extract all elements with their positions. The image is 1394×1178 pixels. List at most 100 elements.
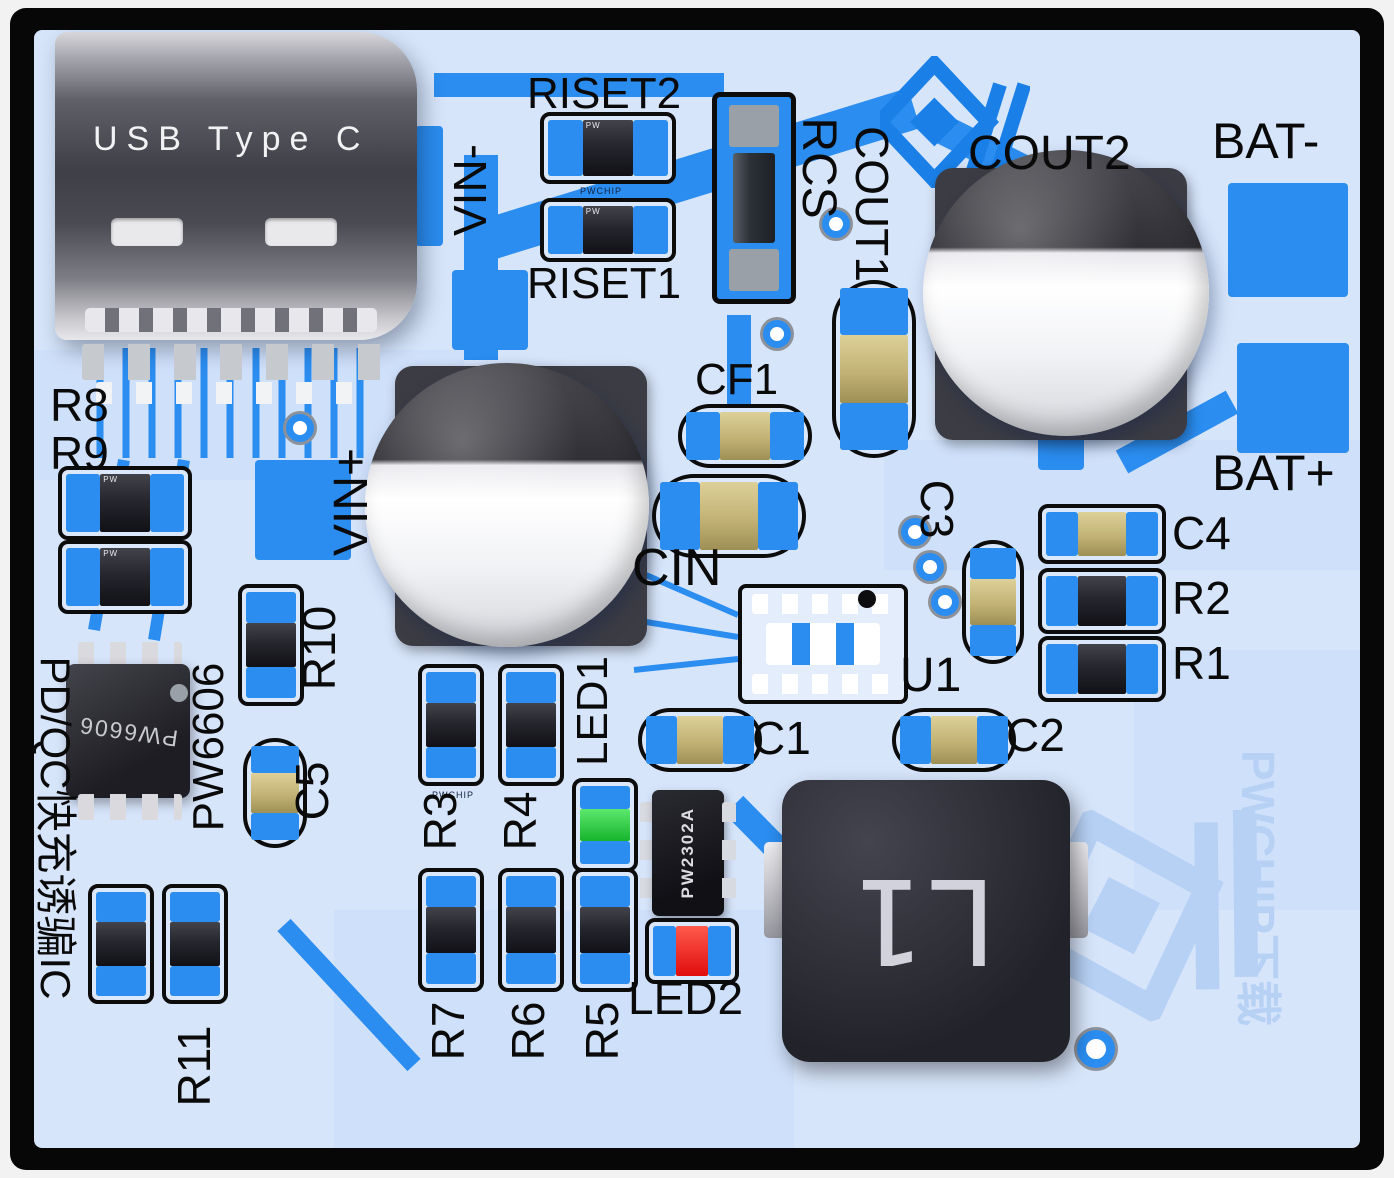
smd-pad [506, 747, 556, 778]
led1-green [572, 778, 638, 872]
resistor-body [170, 922, 220, 966]
resistor-r5 [572, 868, 638, 992]
capacitor-body [251, 773, 299, 813]
label-cout2: COUT2 [968, 127, 1131, 180]
capacitor-c4 [1038, 504, 1166, 564]
resistor-body [506, 907, 556, 953]
copper-pad [255, 460, 351, 560]
capacitor-cin [652, 474, 806, 558]
capacitor-body [720, 412, 770, 460]
capacitor-body [677, 716, 723, 764]
smd-pad [96, 965, 146, 996]
label-c4: C4 [1172, 507, 1231, 559]
led2-red [645, 918, 739, 984]
smd-pad [149, 474, 184, 532]
rcs-body [733, 152, 775, 244]
smd-pad [757, 482, 798, 550]
chip-pw6606: PW6606 [66, 664, 190, 798]
resistor-body: PW [582, 120, 634, 176]
led-body [580, 808, 630, 842]
via-hole [931, 588, 959, 616]
u1-pad-row [752, 674, 894, 694]
smd-pad [66, 474, 101, 532]
label-r9: R9 [50, 427, 109, 479]
label-r8: R8 [50, 379, 109, 431]
smd-pad [251, 746, 299, 774]
label-c2: C2 [1006, 709, 1065, 761]
smd-pad [1125, 576, 1158, 626]
smd-pad [506, 876, 556, 908]
smd-pad [900, 716, 932, 764]
resistor-body [426, 907, 476, 953]
label-r6: R6 [502, 1001, 554, 1061]
label-bat-minus: BAT- [1212, 113, 1320, 169]
capacitor-cf1 [678, 404, 812, 468]
capacitor-body [840, 334, 908, 404]
smd-pad [426, 672, 476, 703]
watermark-text: PWCHIP下载 [1232, 750, 1284, 1026]
u1-pin1-dot [858, 590, 876, 608]
smd-pad [1125, 644, 1158, 694]
l1-marking: L1 [854, 852, 998, 990]
capacitor-body [700, 482, 758, 550]
pw6606-pins-top [78, 642, 182, 668]
capacitor-body [970, 579, 1016, 625]
label-c1: C1 [752, 712, 811, 764]
usb-shell-slot [265, 218, 337, 246]
label-cout1: COUT1 [846, 126, 898, 282]
via-hole [916, 553, 944, 581]
label-pw6606: PW6606 [184, 662, 233, 832]
smd-pad [246, 667, 296, 698]
smd-pad [548, 120, 583, 176]
via-hole [286, 414, 314, 442]
resistor-r3 [418, 664, 484, 786]
smd-pad [970, 548, 1016, 580]
resistor-body: PW [100, 474, 150, 532]
body-marking: PW [585, 121, 601, 130]
pw6606-pins-bottom [78, 794, 182, 820]
resistor-r8: PW [58, 466, 192, 540]
smd-pad [580, 876, 630, 908]
smd-pad [976, 716, 1008, 764]
smd-pad [653, 926, 676, 976]
label-r2: R2 [1172, 572, 1231, 624]
usb-shell-fingers [85, 308, 377, 332]
label-riset1: RISET1 [527, 259, 682, 308]
usb-solder-legs [82, 344, 388, 380]
label-r10: R10 [293, 605, 345, 691]
electrolytic-cap-cout2 [923, 150, 1209, 436]
label-r4: R4 [494, 791, 546, 851]
copper-pad [415, 126, 443, 246]
capacitor-c1 [638, 708, 762, 772]
smd-pad [66, 548, 101, 606]
smd-pad [170, 965, 220, 996]
resistor-body [580, 907, 630, 953]
smd-pad [548, 206, 583, 254]
pw2302a-pins-right [722, 802, 736, 902]
smd-pad [840, 288, 908, 335]
smd-pad [246, 592, 296, 623]
label-cf1: CF1 [695, 355, 779, 404]
smd-pad [970, 624, 1016, 656]
smd-pad [633, 206, 668, 254]
smd-pad [580, 841, 630, 864]
smd-pad [646, 716, 678, 764]
usb-solder-pins [96, 382, 374, 404]
smd-pad [580, 786, 630, 809]
label-pdqc-ic: PD/QC快充诱骗IC [34, 656, 79, 1000]
label-rcs: RCS [792, 117, 845, 219]
via-hole [822, 210, 850, 238]
u1-center-pads [766, 623, 880, 665]
resistor-body [1078, 576, 1126, 626]
inductor-l1: L1 [782, 780, 1070, 1062]
smd-pad [660, 482, 701, 550]
pw2302a-marking: PW2302A [678, 807, 697, 899]
pcb-board: PWCHIP下载 USB Type C PW PWCHIP [34, 30, 1360, 1148]
mounting-hole [1077, 1030, 1115, 1068]
usb-type-c-connector: USB Type C [55, 32, 417, 340]
smd-pad [840, 403, 908, 450]
smd-pad [1125, 512, 1158, 556]
label-r11: R11 [168, 1025, 220, 1107]
capacitor-cout1 [832, 280, 916, 458]
